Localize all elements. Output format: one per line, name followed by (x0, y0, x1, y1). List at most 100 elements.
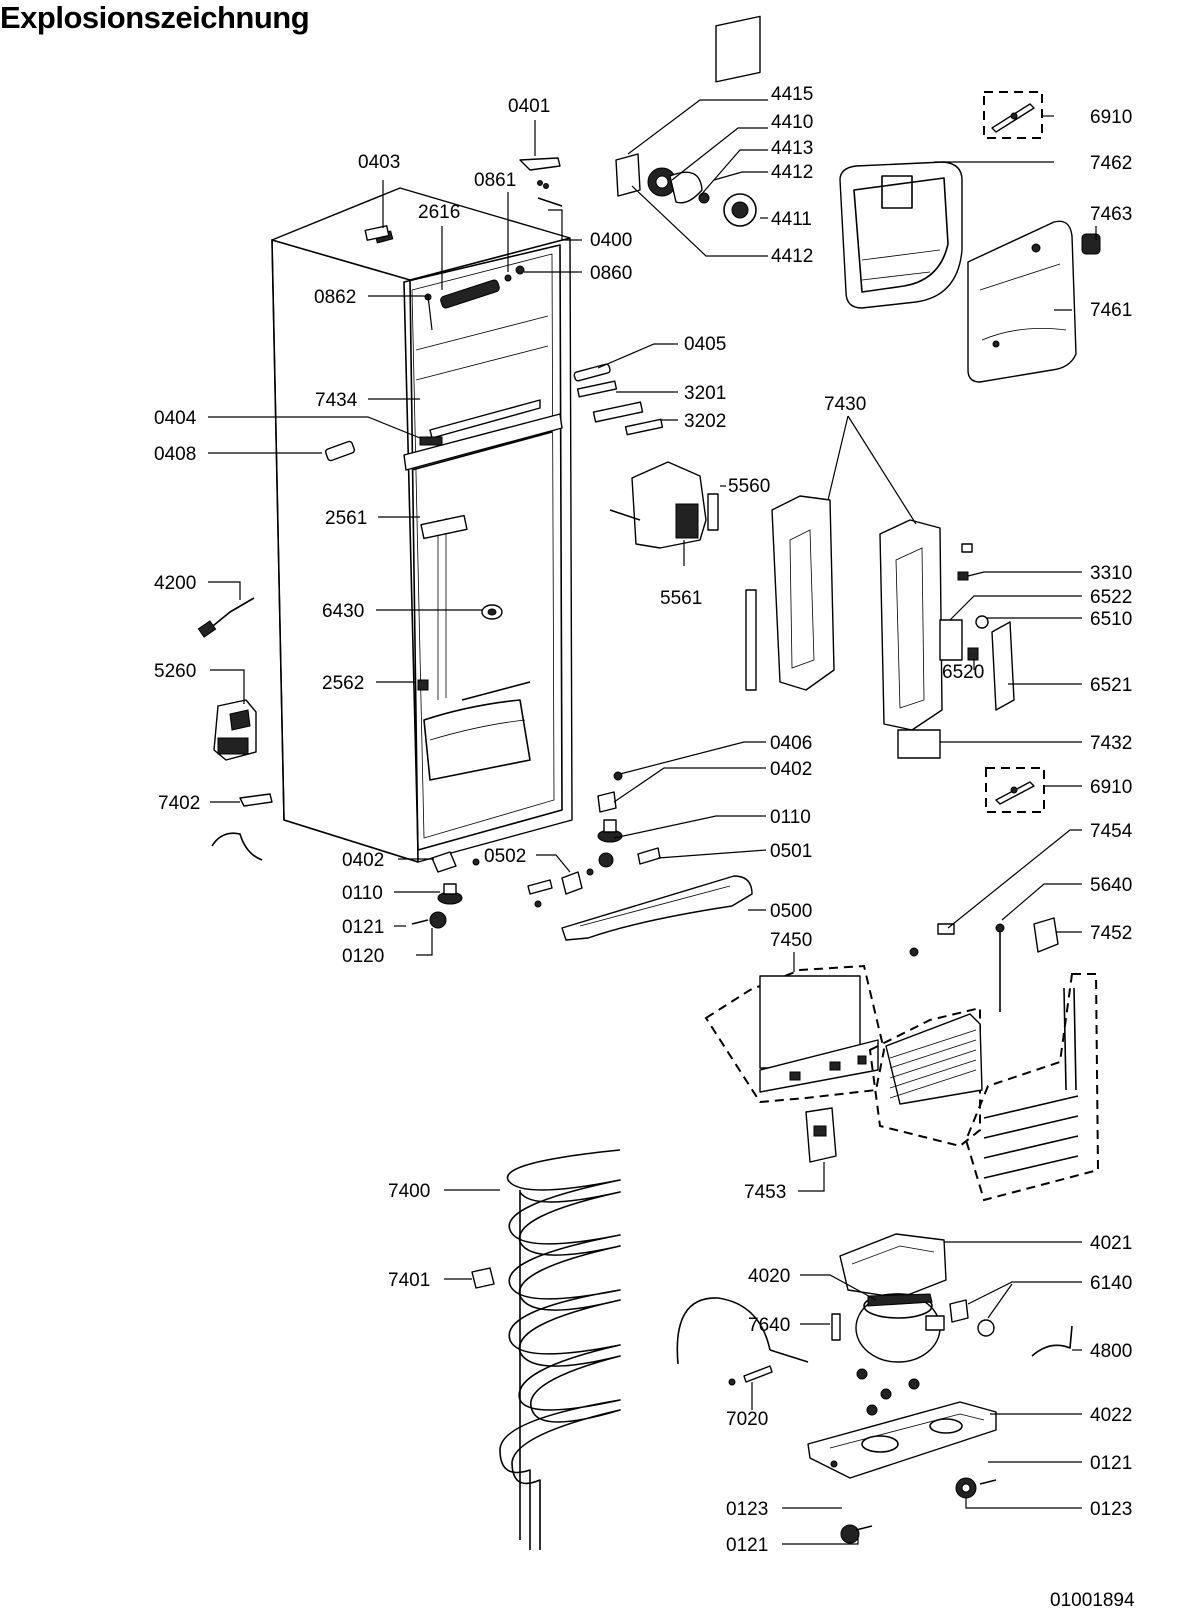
part-3202 (592, 401, 644, 423)
document-number: 01001894 (1050, 1590, 1135, 1611)
label-4200: 4200 (154, 573, 196, 594)
label-0860: 0860 (590, 263, 632, 284)
part-2562 (417, 679, 429, 691)
label-6140: 6140 (1090, 1273, 1132, 1294)
label-6521: 6521 (1090, 675, 1132, 696)
label-4411: 4411 (771, 209, 812, 230)
label-0123-right: 0123 (1090, 1499, 1132, 1520)
lower-hinge-parts (411, 771, 753, 941)
label-0405: 0405 (684, 334, 726, 355)
label-6522: 6522 (1090, 587, 1132, 608)
part-7400-condenser (499, 1149, 621, 1550)
label-6910-lower: 6910 (1090, 777, 1132, 798)
part-0861 (504, 274, 512, 282)
label-7462: 7462 (1090, 153, 1132, 174)
label-0402-left: 0402 (342, 850, 384, 871)
label-0110-left: 0110 (342, 883, 383, 904)
label-4020: 4020 (748, 1266, 790, 1287)
label-6510: 6510 (1090, 609, 1132, 630)
label-0406: 0406 (770, 733, 812, 754)
part-0408 (324, 440, 356, 462)
label-0121-right: 0121 (1090, 1453, 1132, 1474)
label-4412-bottom: 4412 (771, 246, 813, 267)
label-0408: 0408 (154, 444, 196, 465)
label-7450: 7450 (770, 930, 812, 951)
label-0862: 0862 (314, 287, 356, 308)
part-4200-cable (197, 597, 255, 638)
label-0400: 0400 (590, 230, 632, 251)
part-7461-panel (967, 220, 1077, 383)
label-7434: 7434 (315, 390, 358, 411)
right-small-parts (897, 543, 1015, 759)
label-3201: 3201 (684, 383, 726, 404)
label-7430: 7430 (824, 394, 866, 415)
part-2561 (420, 514, 468, 540)
label-3202: 3202 (684, 411, 726, 432)
part-0401 (519, 157, 561, 171)
part-7463 (1081, 233, 1101, 255)
label-4413: 4413 (771, 138, 813, 159)
part-7453 (805, 1107, 837, 1163)
part-6910-top (983, 91, 1043, 139)
label-0403: 0403 (358, 152, 400, 173)
part-5260 (213, 699, 257, 761)
part-7402 (211, 793, 273, 861)
cabinet-small-parts (324, 265, 525, 691)
compressor-group (676, 1233, 1073, 1544)
part-0404 (419, 436, 443, 446)
label-2562: 2562 (322, 673, 364, 694)
page-title: Explosionszeichnung (0, 0, 310, 35)
label-0123-left: 0123 (726, 1499, 768, 1520)
label-0861: 0861 (474, 170, 516, 191)
part-0405 (573, 363, 611, 382)
label-0402-right: 0402 (770, 759, 812, 780)
part-7450-group (704, 964, 886, 1104)
label-5260: 5260 (154, 661, 196, 682)
fan-assembly (615, 15, 761, 227)
label-7463: 7463 (1090, 204, 1132, 225)
part-7430-ducts (609, 461, 943, 731)
upper-parts (364, 157, 664, 436)
label-4021: 4021 (1090, 1233, 1132, 1254)
label-4412-top: 4412 (771, 162, 813, 183)
part-labels: 0401 4415 4410 4413 4412 4411 4412 6910 … (154, 84, 1133, 1556)
part-2616 (440, 279, 500, 309)
label-4022: 4022 (1090, 1405, 1132, 1426)
label-0120: 0120 (342, 946, 384, 967)
label-7432: 7432 (1090, 733, 1132, 754)
label-4800: 4800 (1090, 1341, 1132, 1362)
label-7453: 7453 (744, 1182, 786, 1203)
evaporator-group (868, 973, 1100, 1202)
part-6910-lower (985, 767, 1045, 813)
leader-lines (208, 99, 1097, 1545)
part-0860 (515, 265, 525, 275)
label-0121-bottom: 0121 (726, 1535, 768, 1556)
label-0501: 0501 (770, 841, 812, 862)
label-7461: 7461 (1090, 300, 1132, 321)
label-7402: 7402 (158, 793, 200, 814)
label-7454: 7454 (1090, 821, 1133, 842)
label-4410: 4410 (771, 112, 813, 133)
part-0400 (537, 197, 563, 207)
label-0121-left: 0121 (342, 917, 384, 938)
label-0401: 0401 (508, 96, 550, 117)
label-3310: 3310 (1090, 563, 1132, 584)
label-0110-right: 0110 (770, 807, 811, 828)
label-6430: 6430 (322, 601, 364, 622)
label-6910-top: 6910 (1090, 107, 1132, 128)
part-3201 (576, 380, 618, 398)
control-parts (909, 917, 1059, 1012)
part-0403 (364, 225, 390, 241)
label-5560: 5560 (728, 476, 770, 497)
label-0404: 0404 (154, 408, 197, 429)
part-7401 (471, 1267, 495, 1289)
label-2561: 2561 (325, 508, 367, 529)
label-4415: 4415 (771, 84, 813, 105)
label-5561: 5561 (660, 588, 702, 609)
part-7462-panel (839, 161, 963, 309)
label-6520: 6520 (942, 662, 984, 683)
label-7020: 7020 (726, 1409, 768, 1430)
label-7400: 7400 (388, 1181, 430, 1202)
label-2616: 2616 (418, 202, 460, 223)
